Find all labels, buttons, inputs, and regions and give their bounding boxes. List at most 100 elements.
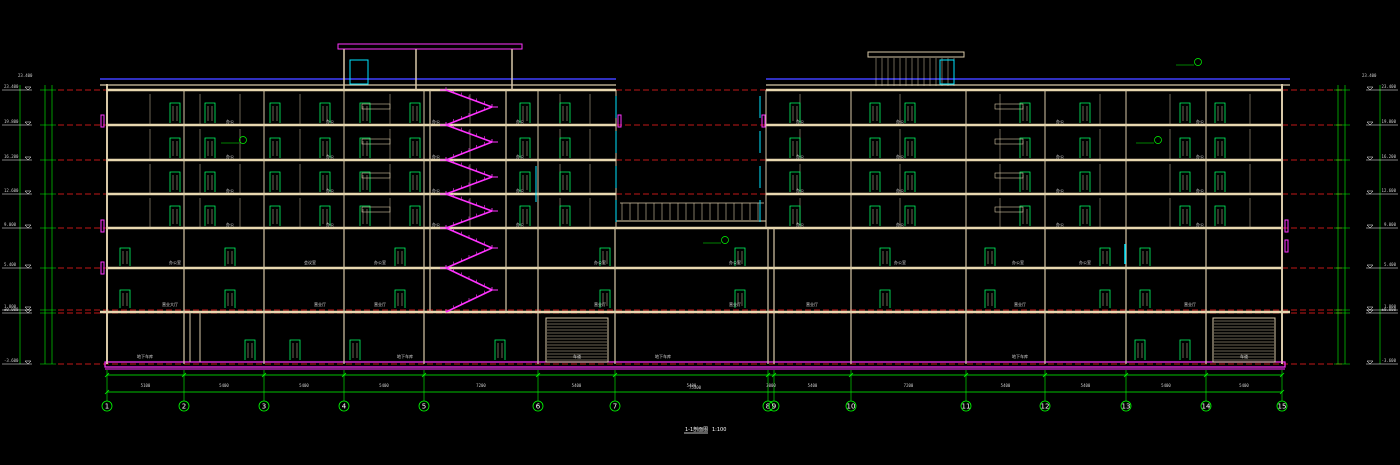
door <box>1139 289 1151 308</box>
axis-label-4: 4 <box>342 403 347 411</box>
window-strip <box>361 206 391 213</box>
axis-bubble-14 <box>1200 400 1212 412</box>
door <box>869 102 881 123</box>
level-tag-right: 9.000 <box>1384 222 1397 227</box>
rooftop-window <box>939 59 955 85</box>
room-basement: 地下车库 <box>655 353 671 359</box>
level-tag-left: 19.800 <box>4 119 19 124</box>
roof-level-tag-left: 23.400 <box>18 73 33 78</box>
axis-label-13: 13 <box>1122 403 1131 411</box>
axis-bubble-6 <box>532 400 544 412</box>
window-strip <box>361 103 391 110</box>
level-tag-right: 1.800 <box>1384 304 1397 309</box>
level-symbol <box>1366 360 1374 365</box>
room-office: 办公 <box>226 118 234 124</box>
door <box>394 247 406 266</box>
axis-bubble-8 <box>762 400 774 412</box>
level-symbol <box>24 86 32 91</box>
room-office: 办公 <box>516 221 524 227</box>
door <box>1099 289 1111 308</box>
stair-section <box>429 87 507 313</box>
bay-dimension: 5400 <box>687 383 697 388</box>
door <box>879 247 891 266</box>
room-office: 办公 <box>326 118 334 124</box>
door <box>319 102 331 123</box>
dim-tick <box>1203 372 1209 378</box>
axis-label-7: 7 <box>613 403 617 411</box>
door <box>224 289 236 308</box>
drawing-title: 1-1剖面图 <box>685 426 708 433</box>
door <box>1019 205 1031 226</box>
door <box>904 137 916 158</box>
window-strip <box>994 172 1024 179</box>
basement-slab <box>104 361 1286 368</box>
dim-tick <box>104 389 110 395</box>
door <box>869 137 881 158</box>
door <box>204 102 216 123</box>
door <box>879 289 891 308</box>
dim-tick <box>771 372 777 378</box>
window-strip <box>994 138 1024 145</box>
door <box>1019 102 1031 123</box>
door <box>269 102 281 123</box>
room-office: 办公 <box>796 221 804 227</box>
door <box>269 137 281 158</box>
axis-bubble-4 <box>338 400 350 412</box>
room-ground: 营业厅 <box>594 301 606 307</box>
axis-label-8: 8 <box>766 403 770 411</box>
door <box>1134 339 1146 360</box>
room-office: 办公 <box>432 221 440 227</box>
axis-label-15: 15 <box>1278 403 1287 411</box>
door <box>204 205 216 226</box>
dim-tick <box>261 372 267 378</box>
door <box>984 289 996 308</box>
level-tag-left: ±0.000 <box>4 307 19 312</box>
axis-label-3: 3 <box>262 403 266 411</box>
rooftop-canopy <box>867 51 965 58</box>
dim-tick <box>1042 372 1048 378</box>
door <box>559 137 571 158</box>
level-tag-right: 16.200 <box>1382 154 1397 159</box>
door <box>1019 137 1031 158</box>
door <box>789 171 801 192</box>
level-tag-left: 5.400 <box>4 262 17 267</box>
level-tag-left: -3.600 <box>4 358 19 363</box>
room-ground: 营业厅 <box>1014 301 1026 307</box>
door <box>119 247 131 266</box>
drawing-scale: 1:100 <box>712 427 726 433</box>
level-symbol <box>24 306 32 311</box>
axis-bubble-7 <box>609 400 621 412</box>
level-symbol <box>24 264 32 269</box>
roof-level-tag-right: 23.400 <box>1362 73 1377 78</box>
door <box>319 137 331 158</box>
level-symbol <box>24 309 32 314</box>
door <box>319 171 331 192</box>
door <box>1079 137 1091 158</box>
bay-dimension: 5400 <box>1001 383 1011 388</box>
level-symbol <box>24 224 32 229</box>
door <box>904 171 916 192</box>
door <box>169 171 181 192</box>
room-second: 办公室 <box>729 259 741 265</box>
door <box>359 205 371 226</box>
level-tag-left: 9.000 <box>4 222 17 227</box>
door <box>494 339 506 360</box>
room-ground: 营业厅 <box>1184 301 1196 307</box>
callout-bubble <box>1154 136 1162 144</box>
facade-marker <box>100 219 105 233</box>
room-office: 办公 <box>432 153 440 159</box>
penthouse-window <box>349 59 369 85</box>
total-dimension: 75300 <box>689 385 702 390</box>
dim-tick <box>535 372 541 378</box>
door <box>1214 102 1226 123</box>
bay-dimension: 5400 <box>572 383 582 388</box>
level-symbol <box>1366 224 1374 229</box>
facade-marker <box>617 114 622 128</box>
level-tag-left: 1.800 <box>4 304 17 309</box>
door <box>1099 247 1111 266</box>
room-basement: 地下车库 <box>1012 353 1028 359</box>
door <box>409 102 421 123</box>
axis-label-1: 1 <box>105 403 109 411</box>
dim-tick <box>963 372 969 378</box>
door <box>269 171 281 192</box>
